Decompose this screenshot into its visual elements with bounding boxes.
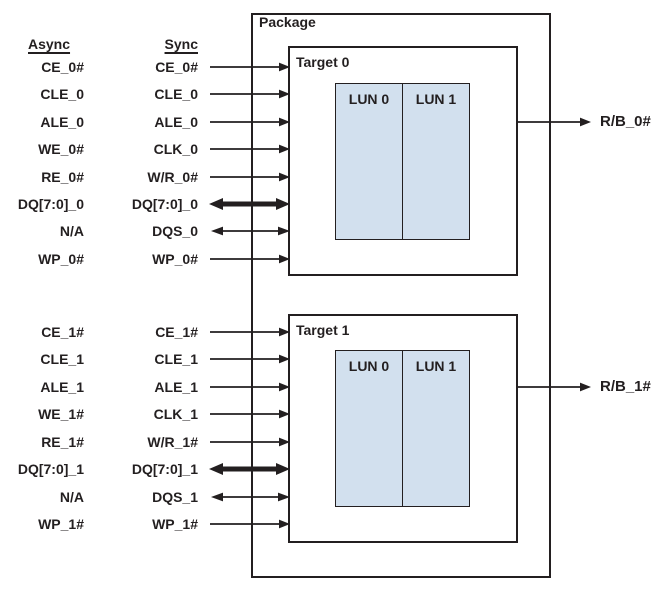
- sync-column-header: Sync: [164, 36, 198, 52]
- target-1-label: Target 1: [296, 322, 350, 338]
- async-signal-label: RE_0#: [41, 169, 84, 185]
- async-signal-label: CLE_1: [40, 351, 84, 367]
- async-signal-label: WP_0#: [38, 251, 84, 267]
- lun-1-cell: LUN 1: [402, 84, 469, 239]
- sync-signal-label: DQS_1: [152, 489, 198, 505]
- sync-signal-label: WP_0#: [152, 251, 198, 267]
- sync-signal-label: WP_1#: [152, 516, 198, 532]
- sync-signal-label: W/R_0#: [147, 169, 198, 185]
- async-signal-label: ALE_1: [40, 379, 84, 395]
- lun-1-cell: LUN 1: [402, 351, 469, 506]
- sync-signal-label: DQS_0: [152, 223, 198, 239]
- async-signal-label: CLE_0: [40, 86, 84, 102]
- async-signal-label: CE_1#: [41, 324, 84, 340]
- sync-signal-label: DQ[7:0]_1: [131, 461, 198, 477]
- sync-signal-label: CLE_0: [154, 86, 198, 102]
- sync-signal-label: CLK_1: [153, 406, 198, 422]
- sync-signal-label: DQ[7:0]_0: [131, 196, 198, 212]
- target-0-lun-array: LUN 0 LUN 1: [335, 83, 470, 240]
- sync-signal-label: W/R_1#: [147, 434, 198, 450]
- async-signal-label: WE_1#: [38, 406, 84, 422]
- lun-0-cell: LUN 0: [348, 358, 390, 374]
- async-signal-label: CE_0#: [41, 59, 84, 75]
- target-1-lun-array: LUN 0 LUN 1: [335, 350, 470, 507]
- async-signal-label: N/A: [59, 489, 84, 505]
- async-signal-label: WP_1#: [38, 516, 84, 532]
- async-column-header: Async: [28, 36, 71, 52]
- sync-signal-label: CLK_0: [153, 141, 198, 157]
- async-signal-label: DQ[7:0]_0: [17, 196, 84, 212]
- package-label: Package: [259, 14, 316, 30]
- async-signal-label: N/A: [59, 223, 84, 239]
- async-signal-label: WE_0#: [38, 141, 84, 157]
- async-signal-label: DQ[7:0]_1: [17, 461, 84, 477]
- target-0-label: Target 0: [296, 54, 350, 70]
- async-signal-label: RE_1#: [41, 434, 84, 450]
- sync-signal-label: ALE_1: [154, 379, 198, 395]
- sync-signal-label: CE_0#: [155, 59, 198, 75]
- ready-busy-1-label: R/B_1#: [600, 378, 651, 395]
- sync-signal-label: ALE_0: [154, 114, 198, 130]
- lun-0-cell: LUN 0: [348, 91, 390, 107]
- sync-signal-label: CLE_1: [154, 351, 198, 367]
- ready-busy-0-label: R/B_0#: [600, 113, 651, 130]
- sync-signal-label: CE_1#: [155, 324, 198, 340]
- async-signal-label: ALE_0: [40, 114, 84, 130]
